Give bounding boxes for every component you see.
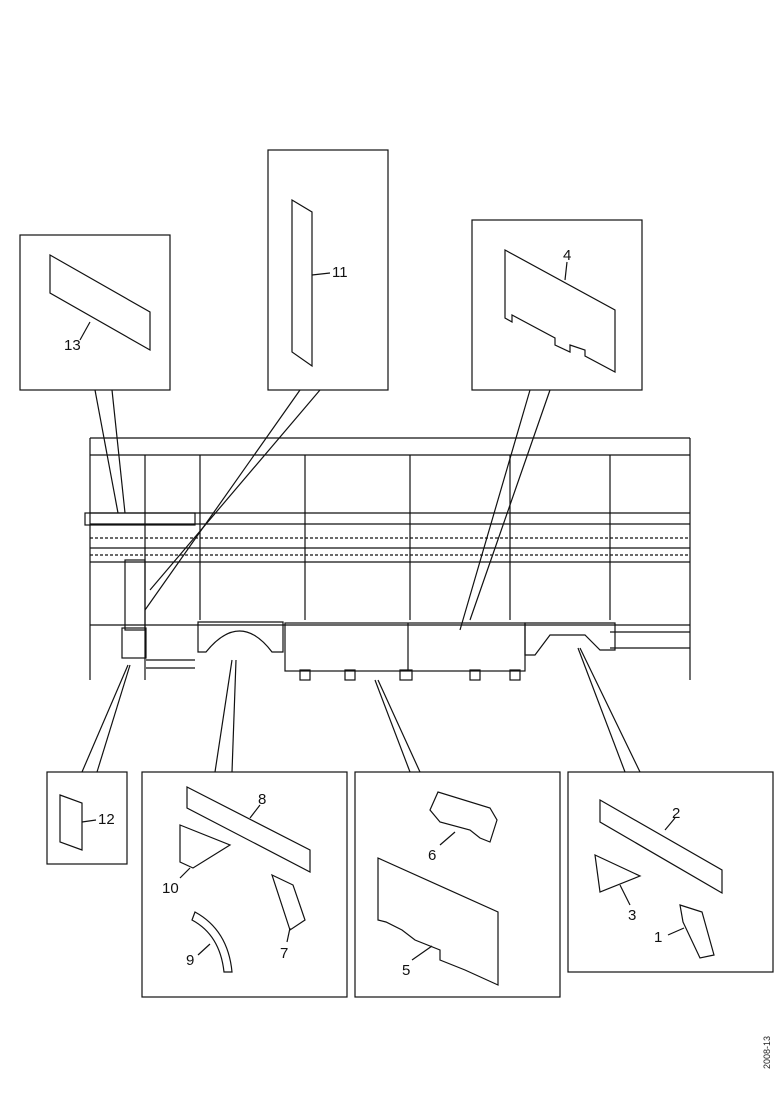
- detail-box-13: [19, 234, 171, 391]
- callout-2: 2: [672, 805, 680, 822]
- callout-11: 11: [332, 264, 348, 281]
- callout-6: 6: [428, 847, 436, 864]
- callout-12: 12: [98, 811, 115, 828]
- detail-box-5-6: [354, 771, 561, 998]
- detail-box-1-2-3: [567, 771, 774, 973]
- callout-9: 9: [186, 952, 194, 969]
- detail-box-4: [471, 219, 643, 391]
- main-frame: [84, 437, 691, 681]
- detail-box-11: [267, 149, 389, 391]
- callout-3: 3: [628, 907, 636, 924]
- callout-1: 1: [654, 929, 662, 946]
- callout-8: 8: [258, 791, 266, 808]
- callout-4: 4: [563, 247, 571, 264]
- detail-box-7-8-9-10: [141, 771, 348, 998]
- callout-10: 10: [162, 880, 179, 897]
- drawing-reference-code: 2008-13: [762, 1036, 772, 1070]
- detail-box-12: [46, 771, 128, 865]
- callout-labels: 13 11 4 12 8 10 7 9 6 5 2 3 1: [64, 247, 680, 979]
- callout-13: 13: [64, 337, 81, 354]
- leader-lines: [81, 389, 641, 773]
- callout-7: 7: [280, 945, 288, 962]
- callout-5: 5: [402, 962, 410, 979]
